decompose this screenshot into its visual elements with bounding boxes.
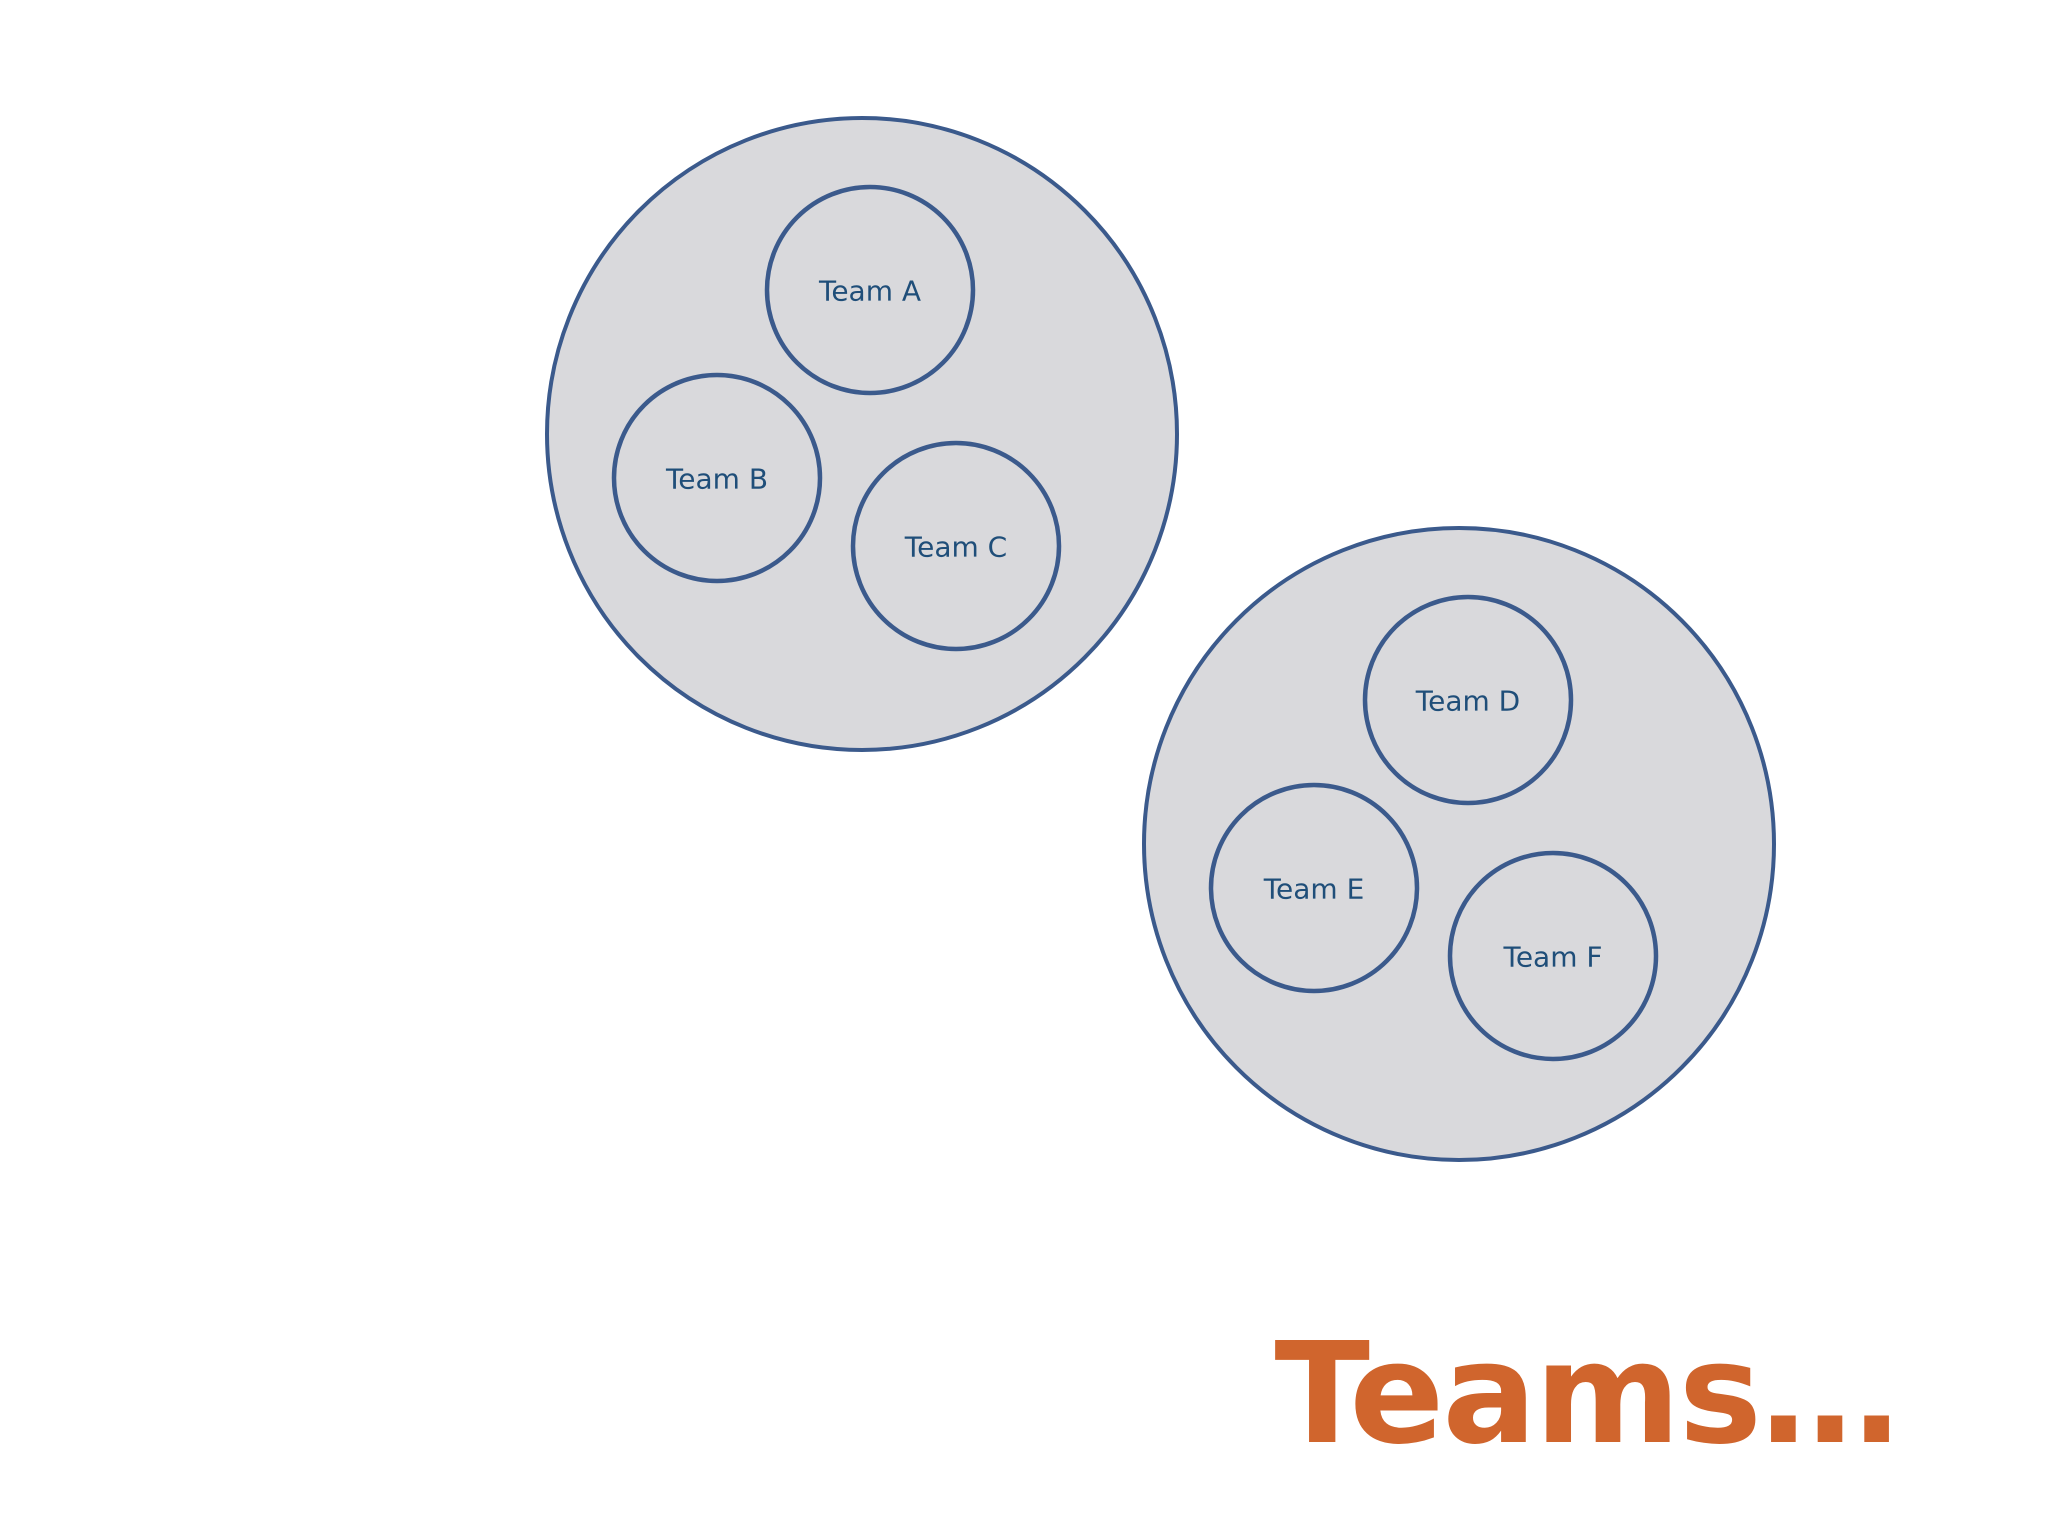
team-group-2: Team D Team E Team F (1142, 526, 1776, 1162)
group-circle (1142, 526, 1776, 1162)
team-node-e: Team E (1208, 782, 1420, 994)
team-node-c: Team C (850, 440, 1062, 652)
slide-title: Teams… (1274, 1313, 1900, 1476)
team-label: Team C (904, 531, 1007, 564)
team-label: Team B (665, 463, 768, 496)
team-circle (1362, 594, 1574, 806)
team-node-f: Team F (1447, 850, 1659, 1062)
team-circle (1447, 850, 1659, 1062)
team-group-1: Team A Team B Team C (545, 116, 1179, 752)
team-circle (764, 184, 976, 396)
team-label: Team E (1263, 873, 1365, 906)
group-circle (545, 116, 1179, 752)
team-circle (1208, 782, 1420, 994)
team-label: Team F (1502, 941, 1602, 974)
team-node-a: Team A (764, 184, 976, 396)
team-node-d: Team D (1362, 594, 1574, 806)
team-circle (850, 440, 1062, 652)
team-node-b: Team B (611, 372, 823, 584)
team-circle (611, 372, 823, 584)
team-label: Team A (818, 275, 921, 308)
team-label: Team D (1415, 685, 1520, 718)
